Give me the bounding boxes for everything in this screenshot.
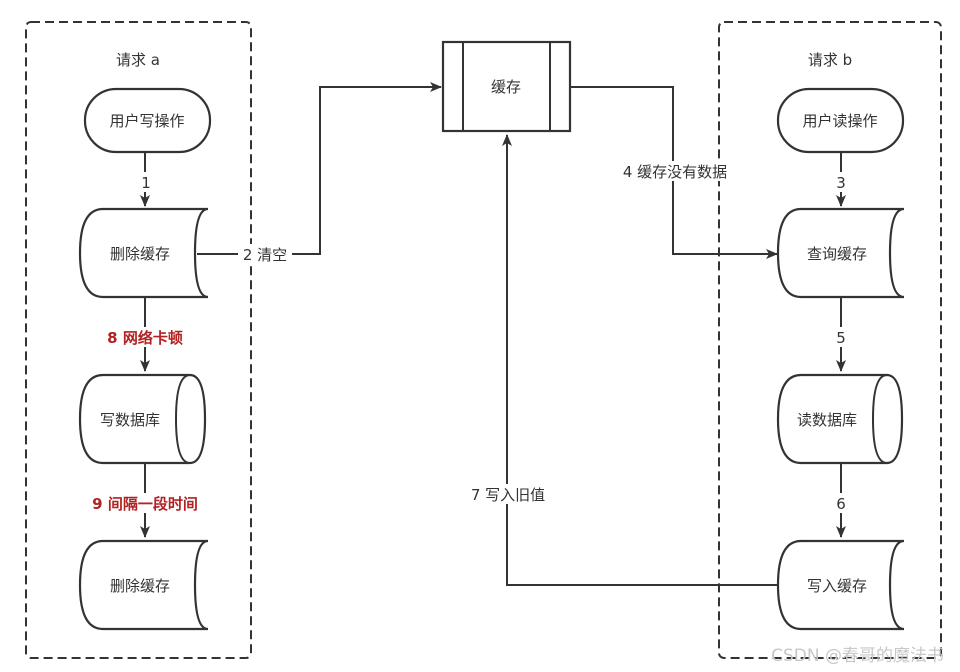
edge-2-label: 2 清空: [243, 246, 287, 264]
edge-6-label: 6: [836, 495, 846, 513]
user-read-node: 用户读操作: [776, 87, 905, 154]
query-cache-node: 查询缓存: [776, 207, 905, 299]
cache-node: 缓存: [441, 40, 572, 133]
delete-cache-1-node: 删除缓存: [78, 207, 209, 299]
request-b-title: 请求 b: [808, 51, 852, 69]
user-write-label: 用户写操作: [109, 112, 184, 130]
query-cache-label: 查询缓存: [807, 245, 867, 263]
cache-label: 缓存: [491, 78, 521, 96]
delete-cache-2-label: 删除缓存: [110, 577, 170, 595]
user-read-label: 用户读操作: [802, 112, 877, 130]
request-b-frame: [718, 21, 942, 659]
edge-9-label: 9 间隔一段时间: [92, 495, 198, 513]
delete-cache-2-node: 删除缓存: [78, 539, 209, 631]
write-db-node: 写数据库: [78, 373, 207, 465]
edge-7-label: 7 写入旧值: [471, 486, 545, 504]
edge-7: [502, 134, 777, 586]
edge-8-label: 8 网络卡顿: [107, 329, 183, 347]
edge-4-label: 4 缓存没有数据: [623, 163, 727, 181]
delete-cache-1-label: 删除缓存: [110, 245, 170, 263]
write-db-label: 写数据库: [100, 411, 160, 429]
edge-2: [197, 82, 442, 255]
write-cache-node: 写入缓存: [776, 539, 905, 631]
read-db-node: 读数据库: [776, 373, 904, 465]
user-write-node: 用户写操作: [83, 87, 212, 154]
edge-5-label: 5: [836, 329, 846, 347]
edge-3-label: 3: [836, 174, 846, 192]
edge-1-label: 1: [141, 174, 151, 192]
write-cache-label: 写入缓存: [807, 577, 867, 595]
request-a-title: 请求 a: [116, 51, 160, 69]
watermark-text: CSDN @春哥的魔法书: [771, 646, 944, 666]
request-a-frame: [25, 21, 252, 659]
read-db-label: 读数据库: [797, 411, 857, 429]
